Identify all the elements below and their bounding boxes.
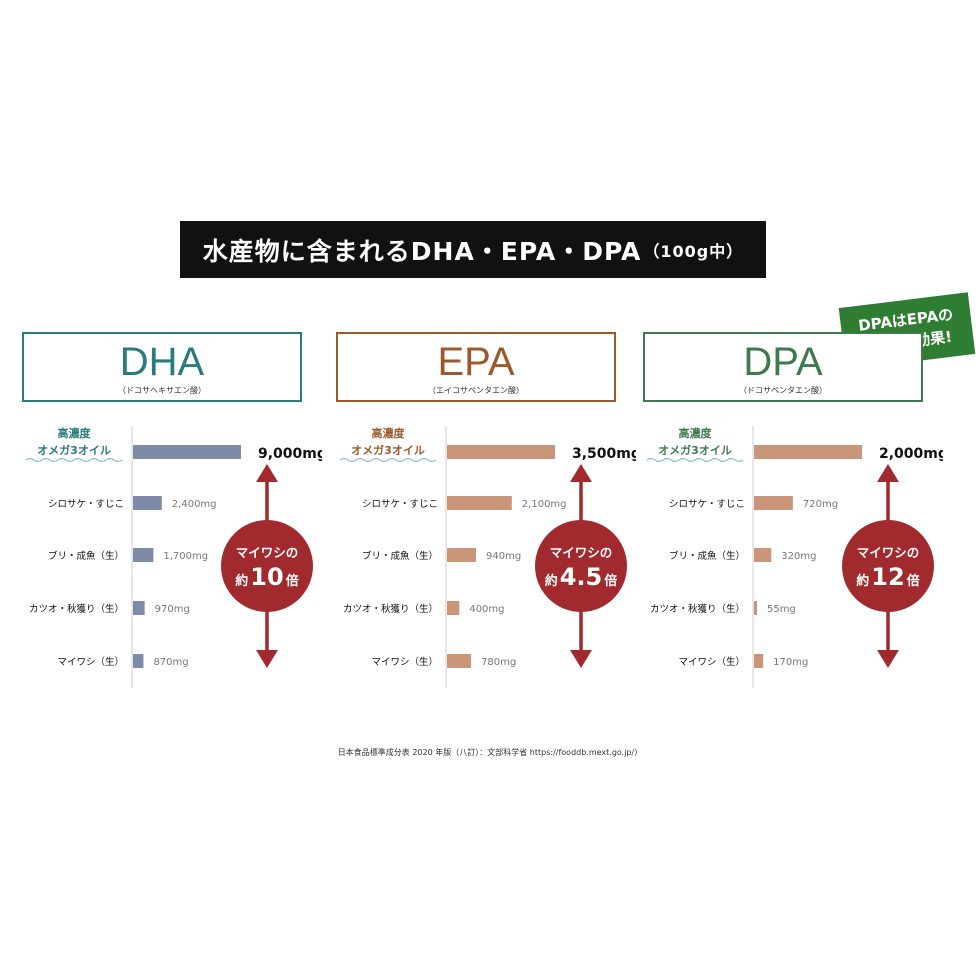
bar — [754, 601, 757, 615]
panel-title: DHA — [119, 340, 205, 384]
panel-header: DPA （ドコサペンタエン酸） — [643, 332, 923, 402]
category-label: カツオ・秋獲り（生） — [650, 603, 745, 615]
value-label: 940mg — [486, 551, 521, 562]
bar — [133, 654, 144, 668]
value-label: 780mg — [481, 657, 516, 668]
circle-number: 4.5 — [560, 563, 603, 591]
circle-prefix: 約 — [235, 573, 248, 589]
category-label: カツオ・秋獲り（生） — [29, 603, 124, 615]
circle-number: 12 — [871, 563, 904, 591]
panel-title: DPA — [743, 340, 823, 384]
panel-epa: EPA （エイコサペンタエン酸） 高濃度オメガ3オイル 3,500mg シロサケ・す… — [336, 332, 636, 732]
multiplier-circle — [842, 520, 934, 612]
category-label: オメガ3オイル — [37, 443, 111, 457]
value-label: 170mg — [773, 657, 808, 668]
wave-underline — [25, 457, 123, 463]
multiplier-circle — [535, 520, 627, 612]
circle-prefix: 約 — [545, 573, 558, 589]
wave-underline — [339, 457, 437, 463]
category-label: シロサケ・すじこ — [362, 499, 438, 510]
bar — [754, 496, 793, 510]
panel-header: DHA （ドコサヘキサエン酸） — [22, 332, 302, 402]
panel-title: EPA — [437, 340, 515, 384]
arrow-up-icon — [256, 464, 278, 482]
panel-subtitle: （エイコサペンタエン酸） — [428, 386, 524, 395]
bar — [754, 445, 862, 459]
category-label: オメガ3オイル — [658, 443, 732, 457]
circle-prefix: 約 — [856, 573, 869, 589]
category-label: マイワシ（生） — [371, 656, 438, 668]
circle-suffix: 倍 — [907, 573, 920, 589]
multiplier-circle — [221, 520, 313, 612]
panel-header: EPA （エイコサペンタエン酸） — [336, 332, 616, 402]
panel-subtitle: （ドコサヘキサエン酸） — [118, 386, 206, 395]
value-label: 320mg — [781, 551, 816, 562]
arrow-down-icon — [877, 650, 899, 668]
bar — [133, 548, 154, 562]
arrow-down-icon — [570, 650, 592, 668]
circle-suffix: 倍 — [286, 573, 299, 589]
category-label: シロサケ・すじこ — [669, 499, 745, 510]
wave-underline — [646, 457, 744, 463]
panel-dpa: DPA （ドコサペンタエン酸） 高濃度オメガ3オイル 2,000mg シロサケ・すじ… — [643, 332, 943, 732]
bar — [447, 548, 477, 562]
title-suffix: （100g中） — [643, 241, 744, 261]
category-label: 高濃度 — [372, 426, 406, 440]
arrow-down-icon — [256, 650, 278, 668]
category-label: ブリ・成魚（生） — [48, 550, 124, 562]
circle-suffix: 倍 — [604, 573, 617, 589]
category-label: オメガ3オイル — [351, 443, 425, 457]
value-label: 2,400mg — [172, 499, 217, 510]
circle-line1: マイワシの — [550, 545, 613, 560]
circle-line1: マイワシの — [236, 545, 299, 560]
panel-subtitle: （ドコサペンタエン酸） — [739, 386, 827, 395]
panel-dha: DHA （ドコサヘキサエン酸） 高濃度オメガ3オイル 9,000mg シロサケ・すじ… — [22, 332, 322, 732]
category-label: ブリ・成魚（生） — [669, 550, 745, 562]
category-label: シロサケ・すじこ — [48, 499, 124, 510]
value-label: 870mg — [153, 657, 188, 668]
bar — [133, 496, 162, 510]
circle-line1: マイワシの — [857, 545, 920, 560]
value-label: 1,700mg — [163, 551, 208, 562]
value-label: 9,000mg — [258, 446, 322, 462]
category-label: 高濃度 — [58, 426, 92, 440]
circle-number: 10 — [250, 563, 283, 591]
bar — [447, 601, 460, 615]
bar — [754, 548, 772, 562]
category-label: マイワシ（生） — [57, 656, 124, 668]
source-note: 日本食品標準成分表 2020 年版（八訂）：文部科学省 https://food… — [337, 748, 643, 757]
category-label: マイワシ（生） — [678, 656, 745, 668]
arrow-up-icon — [570, 464, 592, 482]
bar — [447, 496, 512, 510]
category-label: ブリ・成魚（生） — [362, 550, 438, 562]
title-main: 水産物に含まれるDHA・EPA・DPA — [202, 236, 642, 266]
value-label: 400mg — [469, 604, 504, 615]
value-label: 2,000mg — [879, 446, 943, 462]
value-label: 3,500mg — [572, 446, 636, 462]
value-label: 2,100mg — [522, 499, 567, 510]
category-label: 高濃度 — [679, 426, 713, 440]
bar — [754, 654, 764, 668]
chart-title: 水産物に含まれるDHA・EPA・DPA（100g中） — [180, 221, 766, 278]
category-label: カツオ・秋獲り（生） — [343, 603, 438, 615]
value-label: 720mg — [803, 499, 838, 510]
bar — [447, 445, 555, 459]
value-label: 970mg — [155, 604, 190, 615]
arrow-up-icon — [877, 464, 899, 482]
value-label: 55mg — [767, 604, 796, 615]
bar — [133, 445, 241, 459]
bar — [447, 654, 472, 668]
bar — [133, 601, 145, 615]
